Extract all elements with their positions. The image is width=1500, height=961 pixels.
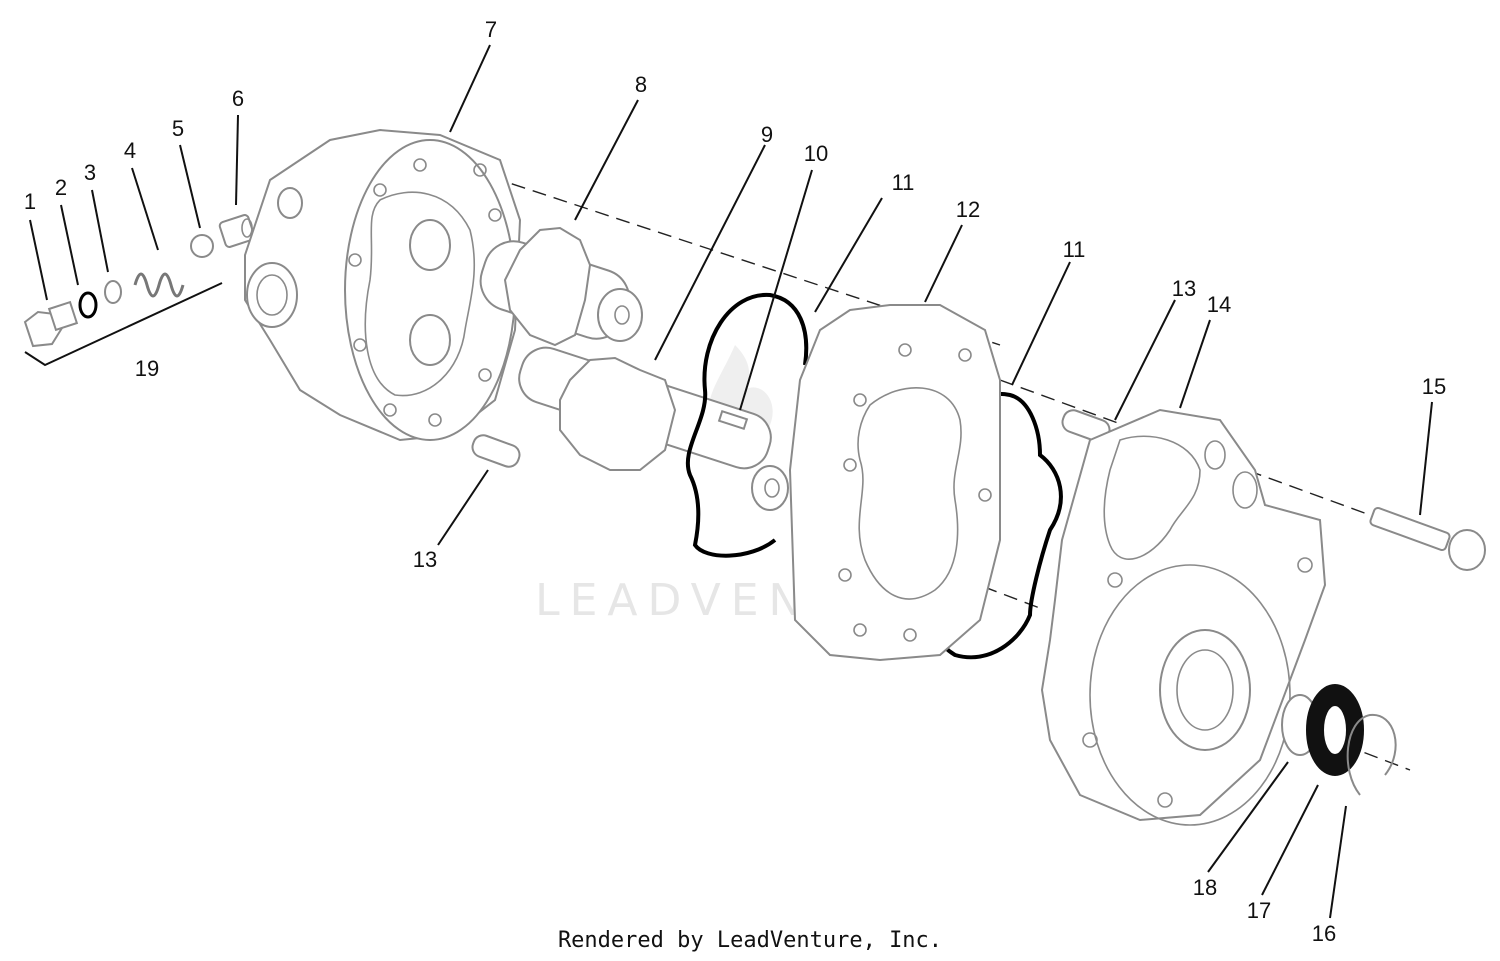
callout-labels: 1 2 3 4 5 6 7 8 9 10 11 12 11 13 14 15 1…	[24, 17, 1446, 946]
leader-lines	[29, 44, 1433, 919]
callout-11-rear: 11	[1063, 237, 1086, 262]
callout-14: 14	[1207, 292, 1231, 317]
washer	[104, 280, 122, 304]
callout-8: 8	[635, 72, 647, 97]
callout-4: 4	[124, 138, 136, 163]
callout-1: 1	[24, 189, 36, 214]
callout-5: 5	[172, 116, 184, 141]
relief-valve-parts	[23, 214, 256, 348]
callout-11-front: 11	[892, 170, 915, 195]
callout-19: 19	[135, 356, 159, 381]
end-cover	[1040, 408, 1327, 826]
callout-2: 2	[55, 175, 67, 200]
callout-16: 16	[1312, 921, 1336, 946]
callout-17: 17	[1247, 898, 1271, 923]
callout-7: 7	[485, 17, 497, 42]
callout-13-lower: 13	[413, 547, 437, 572]
kit-bracket	[24, 282, 223, 367]
callout-6: 6	[232, 86, 244, 111]
driven-gear	[479, 226, 643, 347]
callout-18: 18	[1193, 875, 1217, 900]
shaft-seal	[1306, 684, 1364, 776]
drive-gear-shaft	[518, 346, 789, 511]
plug-bolt	[23, 300, 79, 348]
valve-ball	[190, 234, 214, 258]
valve-seat	[218, 214, 256, 248]
dowel-pin-lower	[471, 434, 521, 468]
cap-screw	[1369, 506, 1486, 571]
callout-15: 15	[1422, 374, 1446, 399]
spring	[133, 272, 185, 298]
callout-10: 10	[804, 141, 828, 166]
callout-3: 3	[84, 160, 96, 185]
pump-body	[244, 128, 522, 442]
render-credit: Rendered by LeadVenture, Inc.	[558, 928, 942, 953]
callout-12: 12	[956, 197, 980, 222]
callout-13-upper: 13	[1172, 276, 1196, 301]
o-ring-small	[78, 291, 98, 319]
callout-9: 9	[761, 122, 773, 147]
gear-housing	[788, 304, 1001, 662]
retaining-ring	[1346, 713, 1397, 796]
gasket-ring-front	[686, 292, 809, 558]
